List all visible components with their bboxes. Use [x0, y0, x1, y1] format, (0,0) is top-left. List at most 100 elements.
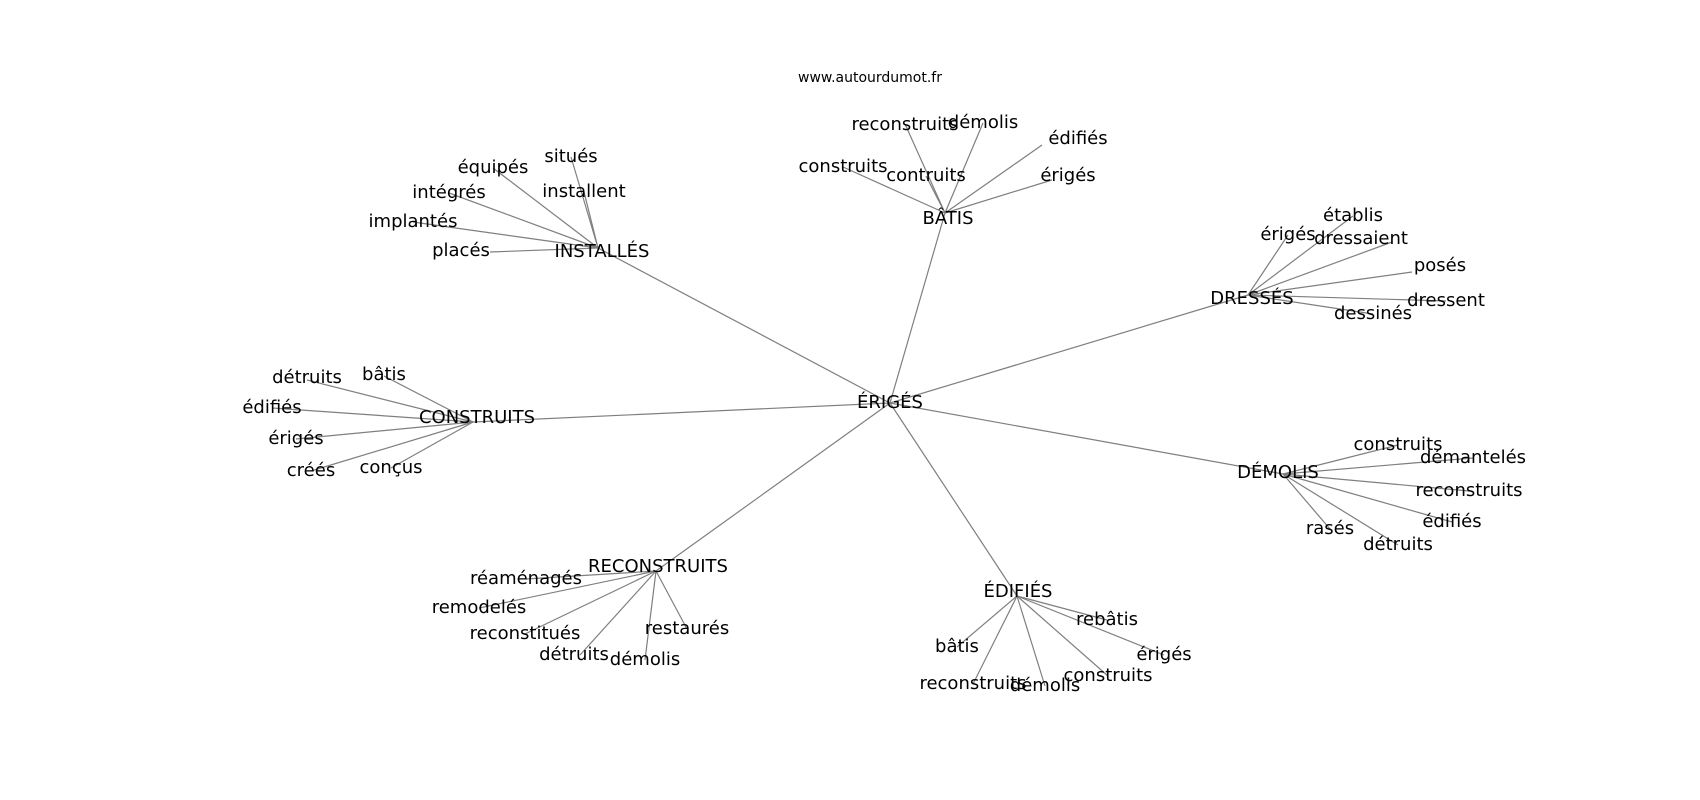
edge-hub-to-leaf [842, 166, 946, 214]
edge-hub-to-leaf [412, 221, 599, 249]
edges-layer [271, 122, 1474, 687]
leaf-node-label: reconstruits [851, 114, 958, 135]
edge-hub-to-leaf [306, 379, 474, 423]
edge-hub-to-leaf [944, 122, 984, 214]
leaf-node-label: dressaient [1314, 228, 1408, 249]
hub-node-label: CONSTRUITS [419, 407, 535, 428]
leaf-node-label: détruits [539, 644, 609, 665]
leaf-node-label: situés [544, 146, 597, 167]
leaf-node-label: conçus [360, 457, 423, 478]
edge-center-to-hub [597, 247, 891, 404]
leaf-node-label: érigés [268, 428, 323, 449]
hub-node-label: ÉDIFIÉS [983, 580, 1052, 602]
leaf-node-label: posés [1414, 255, 1466, 276]
leaf-node-label: intégrés [412, 182, 485, 203]
leaf-node-label: bâtis [935, 636, 979, 657]
leaf-node-label: édifiés [1422, 511, 1481, 532]
leaf-node-label: réaménagés [470, 568, 582, 589]
edge-hub-to-leaf [310, 421, 474, 472]
leaf-node-label: bâtis [362, 364, 406, 385]
edge-hub-to-leaf [271, 407, 474, 423]
edge-hub-to-leaf [1247, 271, 1413, 296]
leaf-node-label: remodelés [432, 597, 527, 618]
leaf-node-label: érigés [1260, 224, 1315, 245]
leaf-node-label: détruits [272, 367, 342, 388]
edge-center-to-hub [889, 402, 1018, 597]
edge-center-to-hub [472, 402, 891, 423]
edge-hub-to-leaf [1282, 457, 1474, 475]
edge-hub-to-leaf [1247, 215, 1354, 296]
leaf-node-label: démolis [948, 112, 1018, 133]
edge-hub-to-leaf [956, 595, 1018, 648]
edge-hub-to-leaf [1247, 234, 1289, 296]
leaf-node-label: rasés [1306, 518, 1354, 539]
edge-hub-to-leaf [644, 570, 657, 661]
edge-hub-to-leaf [524, 570, 657, 635]
hub-node-label: DRESSÉS [1210, 287, 1293, 309]
edge-hub-to-leaf [1282, 473, 1453, 523]
hub-node-label: RECONSTRUITS [588, 556, 728, 577]
leaf-node-label: démolis [1010, 675, 1080, 696]
leaf-node-label: détruits [1363, 534, 1433, 555]
leaf-node-label: reconstruits [919, 673, 1026, 694]
edge-hub-to-leaf [655, 570, 688, 630]
edge-hub-to-leaf [1016, 595, 1046, 687]
edge-hub-to-leaf [972, 595, 1018, 685]
edge-center-to-hub [889, 212, 946, 404]
edge-hub-to-leaf [944, 144, 1043, 214]
edge-hub-to-leaf [1247, 294, 1374, 315]
leaf-node-label: installent [542, 181, 625, 202]
edge-hub-to-leaf [1016, 595, 1108, 621]
edge-hub-to-leaf [944, 179, 1053, 214]
leaf-node-label: dressent [1407, 290, 1485, 311]
edge-hub-to-leaf [448, 192, 599, 249]
edge-hub-to-leaf [1016, 595, 1165, 656]
source-url: www.autourdumot.fr [798, 70, 942, 86]
labels-layer: www.autourdumot.fr reconstruitsdémoliséd… [242, 70, 1526, 696]
leaf-node-label: restaurés [645, 618, 729, 639]
leaf-node-label: construits [1064, 665, 1153, 686]
leaf-node-label: créés [287, 460, 335, 481]
edge-hub-to-leaf [1016, 595, 1109, 677]
edge-hub-to-leaf [579, 570, 657, 656]
edge-hub-to-leaf [383, 375, 474, 423]
hub-node-label: BÂTIS [923, 207, 974, 229]
leaf-node-label: érigés [1040, 165, 1095, 186]
leaf-node-label: dessinés [1334, 303, 1412, 324]
edge-center-to-hub [889, 294, 1249, 404]
edge-hub-to-leaf [904, 123, 946, 214]
leaf-node-label: démantelés [1420, 447, 1526, 468]
edge-hub-to-leaf [489, 247, 599, 253]
edge-hub-to-leaf [478, 570, 657, 609]
edge-hub-to-leaf [583, 191, 599, 249]
leaf-node-label: édifiés [242, 397, 301, 418]
edge-center-to-hub [889, 402, 1284, 475]
leaf-node-label: implantés [369, 211, 458, 232]
leaf-node-label: reconstruits [1415, 480, 1522, 501]
edge-hub-to-leaf [492, 167, 599, 249]
edge-hub-to-leaf [570, 156, 599, 249]
leaf-node-label: édifiés [1048, 128, 1107, 149]
edge-hub-to-leaf [1247, 241, 1393, 296]
edge-center-to-hub [655, 402, 891, 572]
center-node-label: ÉRIGÉS [857, 391, 923, 413]
edge-hub-to-leaf [1282, 444, 1399, 475]
leaf-node-label: rebâtis [1076, 609, 1138, 630]
edge-hub-to-leaf [295, 421, 474, 440]
leaf-node-label: contruits [886, 165, 966, 186]
leaf-node-label: érigés [1136, 644, 1191, 665]
leaf-node-label: construits [1354, 434, 1443, 455]
edge-hub-to-leaf [390, 421, 474, 469]
leaf-node-label: reconstitués [470, 623, 581, 644]
leaf-node-label: établis [1323, 205, 1383, 226]
hub-node-label: DÉMOLIS [1237, 461, 1319, 483]
leaf-node-label: placés [432, 240, 490, 261]
leaf-node-label: construits [799, 156, 888, 177]
edge-hub-to-leaf [525, 570, 657, 580]
hub-node-label: INSTALLÉS [555, 240, 650, 262]
leaf-node-label: démolis [610, 649, 680, 670]
edge-hub-to-leaf [1247, 294, 1447, 302]
edge-hub-to-leaf [1282, 473, 1470, 492]
edge-hub-to-leaf [1282, 473, 1331, 530]
